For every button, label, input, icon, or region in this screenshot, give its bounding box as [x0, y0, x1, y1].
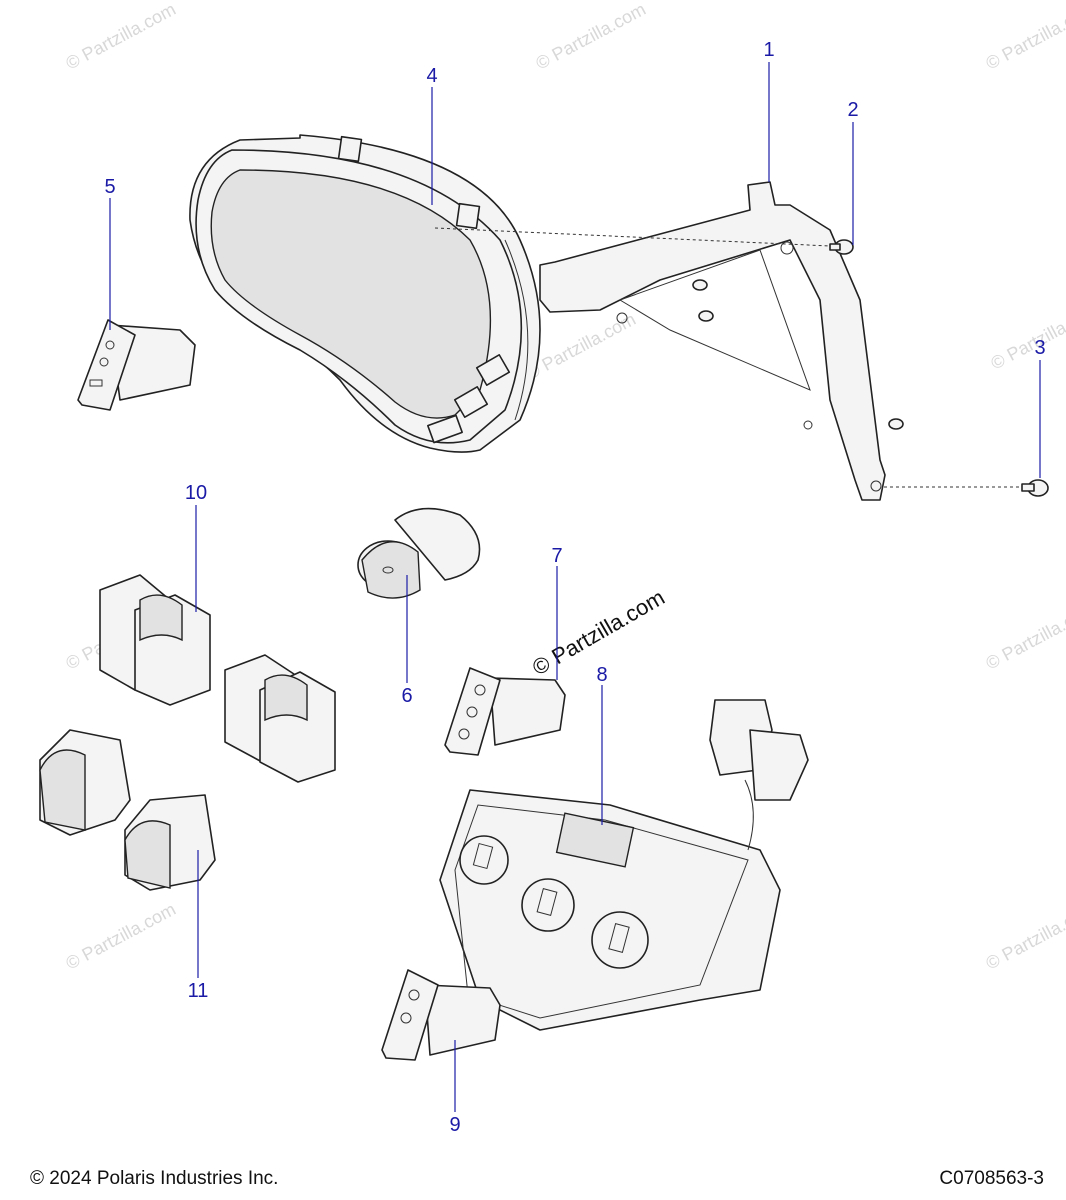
callout-6[interactable]: 6	[401, 685, 412, 707]
callout-1[interactable]: 1	[763, 39, 774, 61]
switch-lower-right	[124, 794, 216, 891]
watermark: © Partzilla.com	[532, 0, 648, 74]
watermark: © Partzilla.com	[62, 899, 178, 974]
rocker-switch-5	[77, 319, 196, 411]
callout-5[interactable]: 5	[104, 176, 115, 198]
screw-3	[1021, 479, 1049, 497]
callout-10[interactable]: 10	[185, 482, 207, 504]
callout-11[interactable]: 11	[188, 980, 209, 1002]
callout-4[interactable]: 4	[426, 65, 437, 87]
watermark: © Partzilla.com	[62, 0, 178, 74]
switch-lower-left	[39, 729, 131, 836]
drawing-number: C0708563-3	[939, 1168, 1044, 1189]
rocker-switch-9	[381, 969, 501, 1061]
watermark: © Partzilla.com	[987, 299, 1066, 374]
heater-control-panel	[439, 699, 809, 1031]
copyright-notice: © 2024 Polaris Industries Inc.	[30, 1168, 279, 1189]
watermark: © Partzilla.com	[982, 0, 1066, 74]
watermark: © Partzilla.com	[982, 599, 1066, 674]
mounting-bracket	[539, 181, 904, 501]
rocker-switch-7	[444, 667, 566, 756]
instrument-cluster	[189, 134, 541, 453]
callout-8[interactable]: 8	[596, 664, 607, 686]
callout-7[interactable]: 7	[551, 545, 562, 567]
switch-pair-upper-right	[224, 654, 336, 783]
ignition-switch	[357, 507, 481, 599]
callout-9[interactable]: 9	[449, 1114, 460, 1136]
watermark: © Partzilla.com	[982, 899, 1066, 974]
callout-3[interactable]: 3	[1034, 337, 1045, 359]
switch-pair-upper-left	[99, 574, 211, 706]
callout-2[interactable]: 2	[847, 99, 858, 121]
screw-2	[829, 239, 854, 255]
